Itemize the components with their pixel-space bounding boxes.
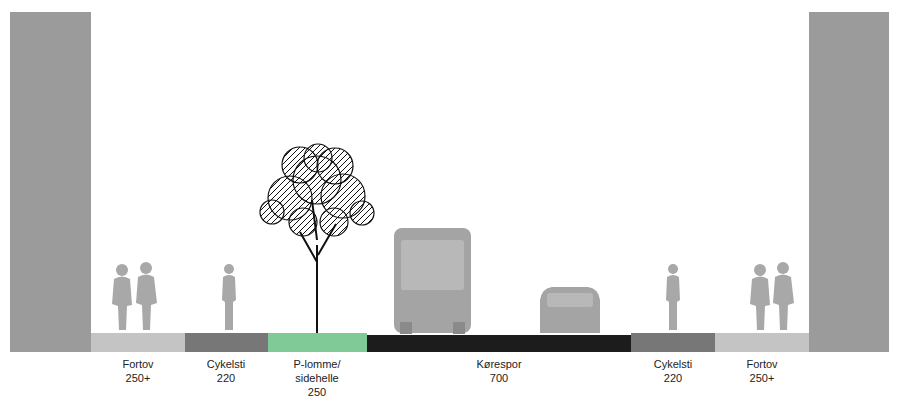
cycle-path-band bbox=[185, 333, 268, 352]
building-wall bbox=[10, 12, 91, 352]
cyclist-figure bbox=[222, 264, 236, 330]
sidewalk-band bbox=[715, 333, 809, 352]
pedestrian-figure bbox=[112, 262, 157, 330]
street-tree bbox=[260, 144, 374, 333]
dimension-label: Cykelsti 220 bbox=[200, 358, 252, 386]
carriageway-band bbox=[367, 335, 631, 352]
parking-band bbox=[268, 333, 367, 352]
dimension-label: Cykelsti 220 bbox=[647, 358, 699, 386]
bus-figure bbox=[394, 228, 471, 334]
pedestrian-figure bbox=[750, 262, 794, 330]
cycle-path-band bbox=[631, 333, 715, 352]
dimension-label: Fortov 250+ bbox=[112, 358, 164, 386]
cyclist-figure bbox=[666, 264, 680, 330]
car-figure bbox=[540, 287, 600, 333]
dimension-label: P-lomme/ sidehelle 250 bbox=[291, 358, 343, 399]
dimension-label: Fortov 250+ bbox=[736, 358, 788, 386]
dimension-label: Kørespor 700 bbox=[473, 358, 525, 386]
sidewalk-band bbox=[91, 333, 185, 352]
building-wall bbox=[809, 12, 889, 352]
